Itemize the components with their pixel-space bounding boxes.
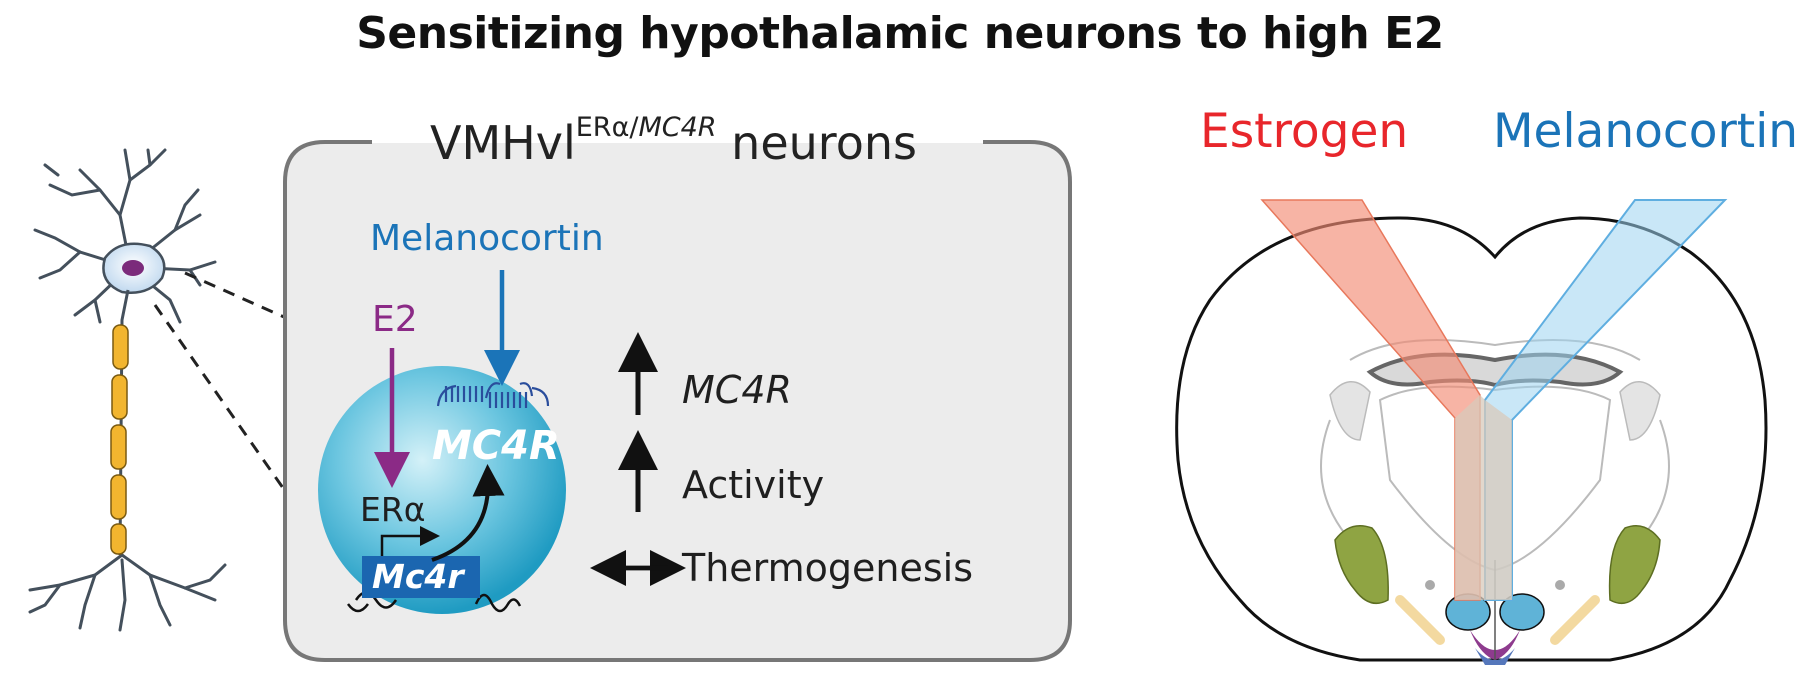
box-title-sup-1: ERα/ (575, 112, 639, 143)
figure-title: Sensitizing hypothalamic neurons to high… (356, 8, 1444, 59)
expression-curved-arrow (431, 464, 505, 562)
neuron-illustration (28, 148, 227, 632)
box-title-main: VMHvl (430, 116, 576, 170)
mc4r-gene-box (362, 556, 480, 598)
vmhvl-box-border (283, 140, 1072, 662)
melanocortin-brain-label: Melanocortin (1493, 104, 1799, 159)
mc4r-receptor-label: MC4R (432, 423, 560, 469)
dna-strand (346, 591, 522, 613)
box-title-sup: ERα/MC4R (576, 112, 717, 143)
box-title-sup-2: MC4R (638, 112, 717, 143)
estrogen-label: Estrogen (1200, 104, 1409, 159)
mc4r-gene-label: Mc4r (372, 557, 464, 596)
er-alpha-label: ERα (360, 490, 426, 529)
e2-label: E2 (372, 299, 418, 340)
cell-circle (318, 366, 566, 614)
effect-thermogenesis-label: Thermogenesis (682, 546, 974, 590)
melanocortin-input-label: Melanocortin (370, 218, 604, 259)
effect-activity-label: Activity (682, 463, 825, 507)
effect-mc4r-label: MC4R (682, 368, 792, 412)
brain-section-illustration (1175, 199, 1768, 665)
transcription-start-arrow (380, 526, 440, 556)
box-title-tail: neurons (716, 116, 917, 170)
box-title: VMHvlERα/MC4R neurons (430, 112, 917, 170)
